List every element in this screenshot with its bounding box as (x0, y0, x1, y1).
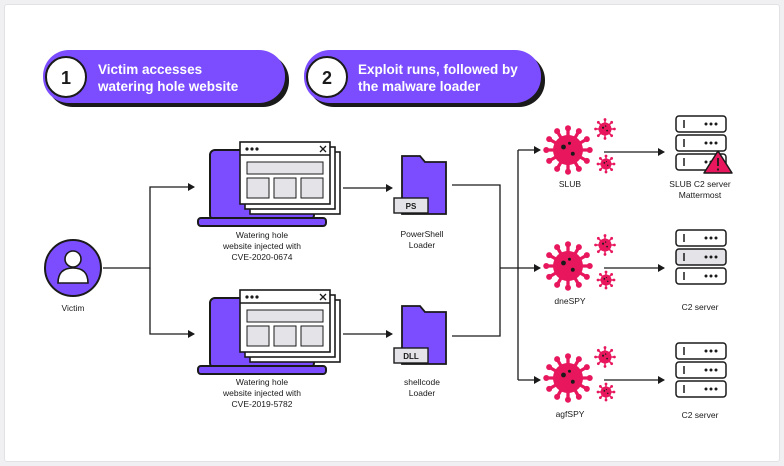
server-2-line1: C2 server (682, 302, 719, 312)
loader-2-tag: DLL (403, 352, 419, 361)
loader-2-line1: shellcode (404, 377, 440, 387)
website-2-line1: Watering hole (236, 377, 288, 387)
step-2-line1: Exploit runs, followed by (358, 62, 518, 77)
virus-icon (543, 353, 593, 403)
victim-node: Victim (44, 239, 102, 313)
malware-3-label: agfSPY (556, 409, 585, 419)
folder-loader-shellcode: DLL shellcode Loader (393, 305, 447, 398)
website-2-line2: website injected with (222, 388, 301, 398)
virus-icon (543, 241, 593, 291)
close-icon (319, 145, 327, 153)
close-icon (319, 293, 327, 301)
server-1-line2: Mattermost (679, 190, 722, 200)
website-1-line2: website injected with (222, 241, 301, 251)
virus-icon (594, 234, 616, 256)
server-icon (675, 342, 727, 398)
step-1-line1: Victim accesses (98, 62, 202, 77)
step-2-banner: 2 Exploit runs, followed by the malware … (304, 50, 545, 107)
step-1-number: 1 (61, 68, 71, 88)
malware-2-label: dneSPY (554, 296, 586, 306)
warning-icon (703, 150, 733, 174)
laptop-website-2: Watering hole website injected with CVE-… (197, 289, 341, 409)
laptop-website-1: Watering hole website injected with CVE-… (197, 141, 341, 262)
virus-icon (543, 125, 593, 175)
virus-icon (596, 270, 616, 290)
step-2-line2: the malware loader (358, 79, 481, 94)
virus-icon (594, 346, 616, 368)
loader-1-line1: PowerShell (401, 229, 444, 239)
server-icon (675, 115, 733, 174)
virus-icon (594, 118, 616, 140)
loader-1-line2: Loader (409, 240, 436, 250)
website-1-line3: CVE-2020-0674 (232, 252, 293, 262)
server-icon (675, 229, 727, 285)
victim-label: Victim (62, 303, 85, 313)
server-1-line1: SLUB C2 server (669, 179, 731, 189)
step-1-line2: watering hole website (97, 79, 239, 94)
loader-2-line2: Loader (409, 388, 436, 398)
user-icon (57, 250, 89, 284)
folder-loader-powershell: PS PowerShell Loader (393, 155, 447, 250)
server-3-line1: C2 server (682, 410, 719, 420)
step-2-number: 2 (322, 68, 332, 88)
server-group (675, 115, 733, 398)
step-1-banner: 1 Victim accesses watering hole website (43, 50, 289, 107)
virus-icon (596, 154, 616, 174)
malware-1-label: SLUB (559, 179, 582, 189)
website-2-line3: CVE-2019-5782 (232, 399, 293, 409)
malware-group (543, 118, 616, 403)
connectors (103, 146, 665, 384)
loader-1-tag: PS (406, 202, 417, 211)
virus-icon (596, 382, 616, 402)
website-1-line1: Watering hole (236, 230, 288, 240)
